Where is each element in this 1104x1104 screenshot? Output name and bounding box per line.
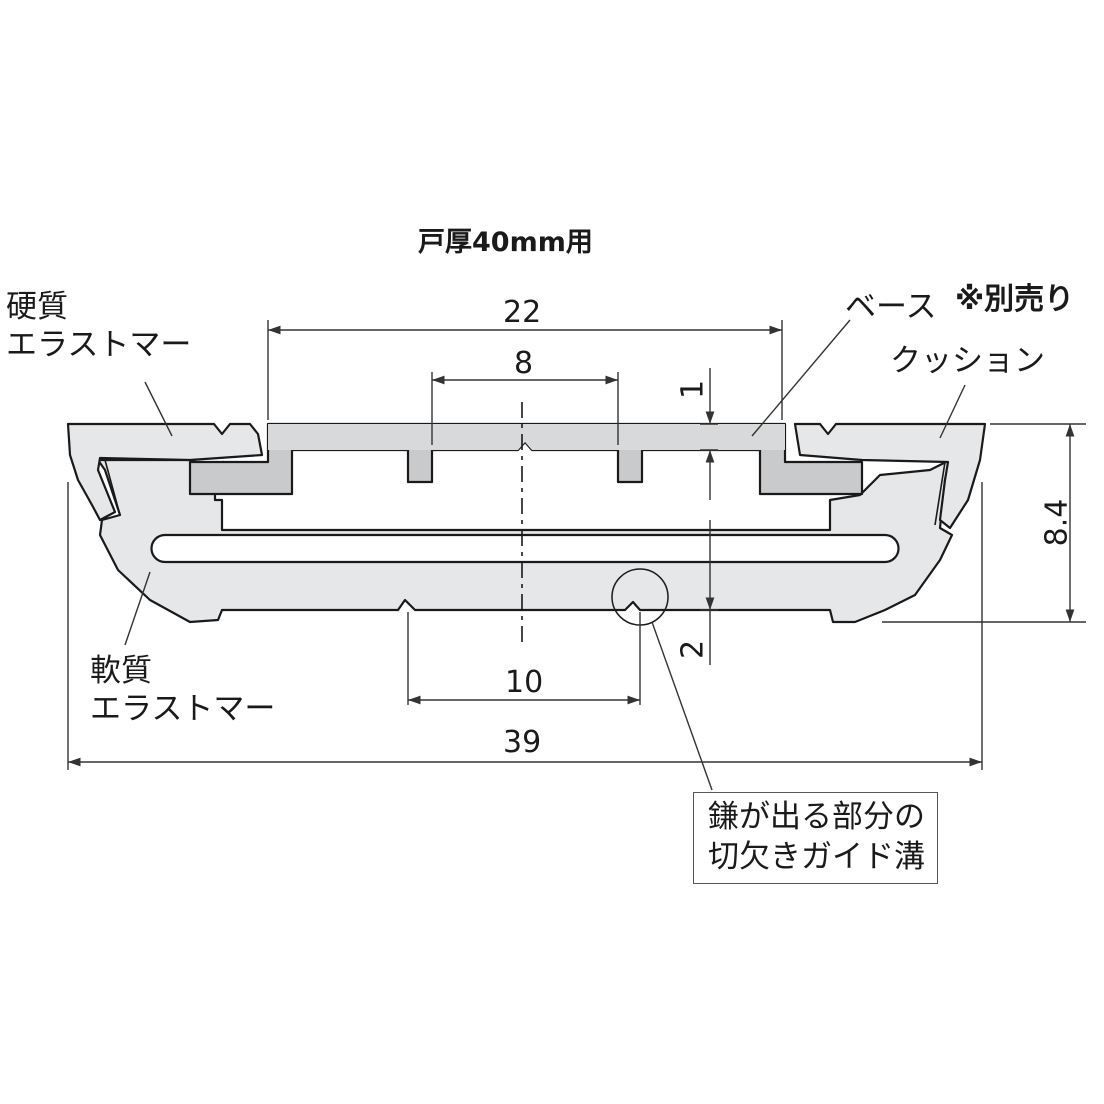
callout-line1: 鎌が出る部分の xyxy=(708,799,925,835)
dimension-8-4: 8.4 xyxy=(1039,498,1075,547)
sold-separately-note: ※別売り xyxy=(955,282,1075,317)
hard-elastomer-label: 硬質 エラストマー xyxy=(6,288,191,364)
dimension-22: 22 xyxy=(503,295,542,330)
cushion-leader xyxy=(939,384,966,439)
dimension-10: 10 xyxy=(505,665,544,700)
cushion-right xyxy=(793,422,987,530)
page-title: 戸厚40mm用 xyxy=(418,227,593,258)
soft-elastomer-label: 軟質 エラストマー xyxy=(90,652,275,728)
hard-elastomer-left xyxy=(66,422,264,522)
callout-line2: 切欠きガイド溝 xyxy=(708,839,925,875)
soft-elastomer-label-line2: エラストマー xyxy=(90,691,276,727)
hollow-slot xyxy=(150,533,900,564)
soft-elastomer-label-line1: 軟質 xyxy=(90,653,152,689)
dimension-1: 1 xyxy=(675,379,711,400)
hard-elastomer-label-line2: エラストマー xyxy=(6,327,192,363)
dimension-8: 8 xyxy=(514,346,534,381)
base-label: ベース xyxy=(845,289,937,325)
dimension-2: 2 xyxy=(675,639,711,660)
dimension-lines xyxy=(68,325,1075,767)
base-top-surface xyxy=(268,424,785,450)
hard-elastomer-label-line1: 硬質 xyxy=(6,289,68,325)
cushion-label: クッション xyxy=(890,343,1045,379)
hard-elastomer-leader xyxy=(144,381,173,437)
base-leader xyxy=(751,319,851,437)
dimension-39: 39 xyxy=(503,725,542,760)
guide-groove-callout: 鎌が出る部分の 切欠きガイド溝 xyxy=(693,792,938,884)
soft-elastomer-leader xyxy=(124,571,151,646)
